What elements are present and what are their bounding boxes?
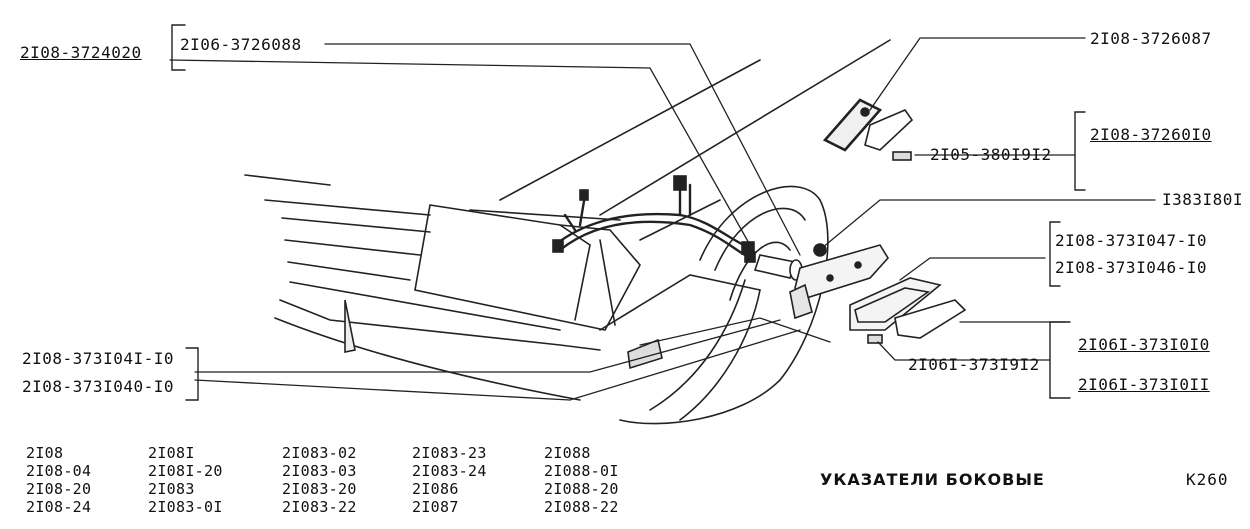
label-lamp-top: 2I08-3726087 [1090, 29, 1212, 48]
mounting-bracket [789, 244, 889, 320]
leader-lines [169, 37, 1156, 401]
label-rep-1040: 2I08-373I040-I0 [22, 377, 174, 396]
model-code: 2I08 [26, 444, 64, 462]
model-code: 2I08-24 [26, 498, 92, 516]
label-bracket-1047: 2I08-373I047-I0 [1055, 231, 1207, 250]
label-rep-1041: 2I08-373I04I-I0 [22, 349, 174, 368]
model-code: 2I086 [412, 480, 459, 498]
label-rep-1011: 2I06I-373I0II [1078, 375, 1210, 394]
model-code: 2I083-20 [282, 480, 357, 498]
model-code: 2I08I [148, 444, 195, 462]
model-code: 2I083-0I [148, 498, 223, 516]
model-code: 2I087 [412, 498, 459, 516]
car-body-outline [244, 39, 891, 425]
label-lamp-assy: 2I08-37260I0 [1090, 125, 1212, 144]
model-column-3: 2I083-02 2I083-03 2I083-20 2I083-22 [282, 444, 357, 516]
side-repeater-bottom [849, 277, 967, 344]
label-harness: 2I06-3726088 [180, 35, 302, 54]
page-title: УКАЗАТЕЛИ БОКОВЫЕ [820, 470, 1045, 489]
model-code: 2I083 [148, 480, 195, 498]
model-code: 2I08-04 [26, 462, 92, 480]
label-bracket-1046: 2I08-373I046-I0 [1055, 258, 1207, 277]
model-code: 2I088 [544, 444, 591, 462]
model-code: 2I083-02 [282, 444, 357, 462]
model-code: 2I088-22 [544, 498, 619, 516]
model-column-4: 2I083-23 2I083-24 2I086 2I087 [412, 444, 487, 516]
page-code: K260 [1186, 470, 1229, 489]
model-code: 2I088-0I [544, 462, 619, 480]
connector-sleeve [753, 243, 827, 281]
label-clip: I383I80I [1162, 190, 1244, 209]
model-column-1: 2I08 2I08-04 2I08-20 2I08-24 [26, 444, 91, 516]
model-code: 2I08I-20 [148, 462, 223, 480]
model-code: 2I083-24 [412, 462, 487, 480]
model-column-2: 2I08I 2I08I-20 2I083 2I083-0I [148, 444, 223, 516]
model-code: 2I08-20 [26, 480, 92, 498]
label-bulb-top: 2I05-380I9I2 [930, 145, 1052, 164]
model-column-5: 2I088 2I088-0I 2I088-20 2I088-22 [544, 444, 619, 516]
label-bulb-bottom: 2I06I-373I9I2 [908, 355, 1040, 374]
model-code: 2I088-20 [544, 480, 619, 498]
side-lamp-top [822, 98, 914, 161]
label-group-main: 2I08-3724020 [20, 43, 142, 62]
label-brackets [171, 24, 1086, 401]
model-code: 2I083-03 [282, 462, 357, 480]
label-rep-1010: 2I06I-373I0I0 [1078, 335, 1210, 354]
model-code: 2I083-23 [412, 444, 487, 462]
model-code: 2I083-22 [282, 498, 357, 516]
